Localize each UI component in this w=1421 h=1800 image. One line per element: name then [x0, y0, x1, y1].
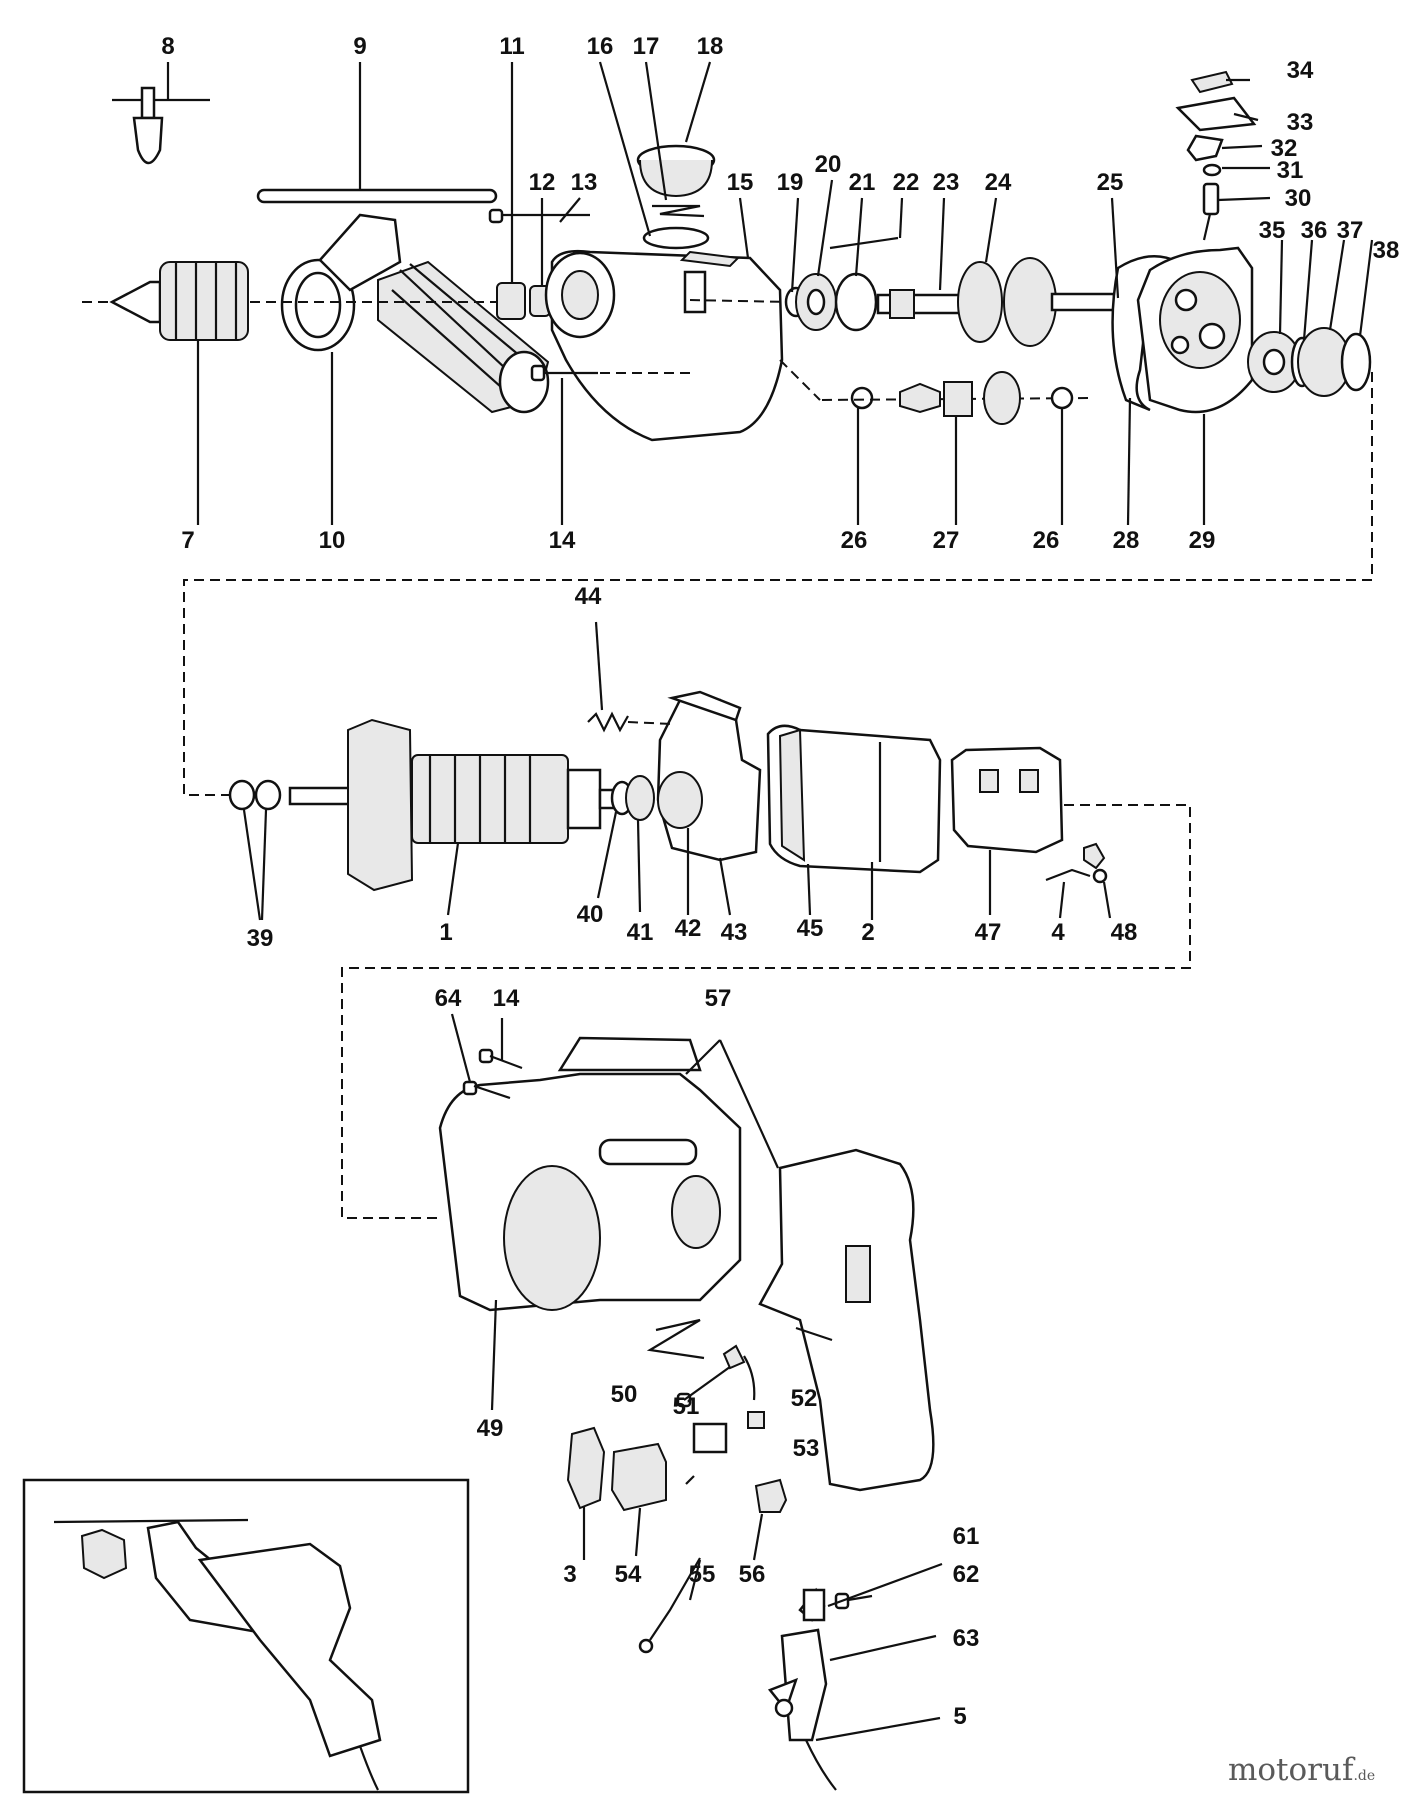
spindle-nuts: [250, 62, 590, 320]
part-number: 36: [1301, 217, 1328, 244]
armature-bearing: [596, 775, 655, 913]
part-number: 29: [1189, 527, 1216, 554]
watermark-tld: .de: [1353, 1768, 1376, 1784]
part-number: 23: [933, 169, 960, 196]
part-number: 18: [697, 33, 724, 60]
watermark-logo: motoruf.de: [1228, 1752, 1375, 1788]
part-number: 8: [161, 33, 174, 60]
part-number: 1: [439, 919, 452, 946]
spring-44: [587, 621, 673, 733]
part-number: 57: [705, 985, 732, 1012]
part-number: 49: [477, 1415, 504, 1442]
part-number: 2: [861, 919, 874, 946]
part-number: 14: [549, 527, 576, 554]
part-number: 26: [1033, 527, 1060, 554]
part-number: 17: [633, 33, 660, 60]
housing-screw: [530, 364, 690, 525]
part-number: 16: [587, 33, 614, 60]
drill-chuck: [82, 261, 249, 525]
part-number: 5: [953, 1703, 966, 1730]
part-number: 62: [953, 1561, 980, 1588]
depth-rod: [256, 188, 498, 204]
part-number: 24: [985, 169, 1012, 196]
gear-housing: [544, 197, 791, 442]
part-number: 9: [353, 33, 366, 60]
chuck-key: [112, 62, 210, 165]
part-number: 44: [575, 583, 602, 610]
part-number: 63: [953, 1625, 980, 1652]
gear-cover: [1110, 197, 1254, 526]
switch-parts: [566, 1318, 788, 1654]
part-number: 50: [611, 1381, 638, 1408]
spindle-parts: [784, 179, 1118, 347]
part-number: 43: [721, 919, 748, 946]
countershaft: [779, 359, 1091, 525]
part-number: 15: [727, 169, 754, 196]
part-number: 40: [577, 901, 604, 928]
part-number: 28: [1113, 527, 1140, 554]
part-number: 34: [1287, 57, 1314, 84]
motor-housing: [438, 1036, 742, 1411]
part-number: 33: [1287, 109, 1314, 136]
cable-and-guard: [767, 1562, 943, 1791]
fan-baffle: [656, 690, 762, 916]
connector-line-top: [183, 372, 1373, 796]
armature-washers: [228, 779, 282, 921]
part-number: 11: [499, 33, 524, 60]
cover-bearings: [1247, 239, 1374, 397]
housing-screws: [450, 1013, 523, 1100]
part-number: 22: [893, 169, 920, 196]
part-number-labels: 1 2 3 4 5 7 8 9 10 11 12 13 14 14 15 16 …: [161, 33, 1399, 1730]
part-number: 64: [435, 985, 462, 1012]
part-number: 25: [1097, 169, 1124, 196]
part-number: 37: [1337, 217, 1364, 244]
part-number: 21: [849, 169, 876, 196]
armature: [288, 718, 620, 916]
part-number: 3: [563, 1561, 576, 1588]
part-number: 13: [571, 169, 598, 196]
part-number: 12: [529, 169, 556, 196]
carbon-brush: [1045, 842, 1112, 919]
part-number: 52: [791, 1385, 818, 1412]
part-number: 53: [793, 1435, 820, 1462]
field-stator: [766, 724, 942, 920]
part-number: 42: [675, 915, 702, 942]
connector-line-middle: [341, 804, 1191, 1219]
handle-housing: [685, 1039, 935, 1492]
part-number: 4: [1051, 919, 1065, 946]
part-number: 19: [777, 169, 804, 196]
part-number: 51: [673, 1393, 700, 1420]
part-number: 14: [493, 985, 520, 1012]
part-number: 39: [247, 925, 274, 952]
part-number: 20: [815, 151, 842, 178]
watermark-text: motoruf: [1228, 1752, 1354, 1788]
part-number: 38: [1373, 237, 1400, 264]
part-number: 47: [975, 919, 1002, 946]
selector-knob: [598, 61, 741, 268]
part-number: 10: [319, 527, 346, 554]
part-number: 48: [1111, 919, 1138, 946]
brush-holder: [950, 746, 1064, 915]
part-number: 45: [797, 915, 824, 942]
part-number: 61: [953, 1523, 980, 1550]
part-number: 41: [627, 919, 654, 946]
part-number: 54: [615, 1561, 642, 1588]
side-handle: [280, 213, 550, 525]
depth-stop: [1175, 70, 1271, 241]
part-number: 27: [933, 527, 960, 554]
part-number: 31: [1277, 157, 1304, 184]
part-number: 26: [841, 527, 868, 554]
part-number: 7: [181, 527, 194, 554]
part-number: 32: [1271, 135, 1298, 162]
part-number: 30: [1285, 185, 1312, 212]
part-number: 55: [689, 1561, 716, 1588]
part-number: 35: [1259, 217, 1286, 244]
part-number: 56: [739, 1561, 766, 1588]
assembled-drill-inset: [22, 1478, 470, 1794]
